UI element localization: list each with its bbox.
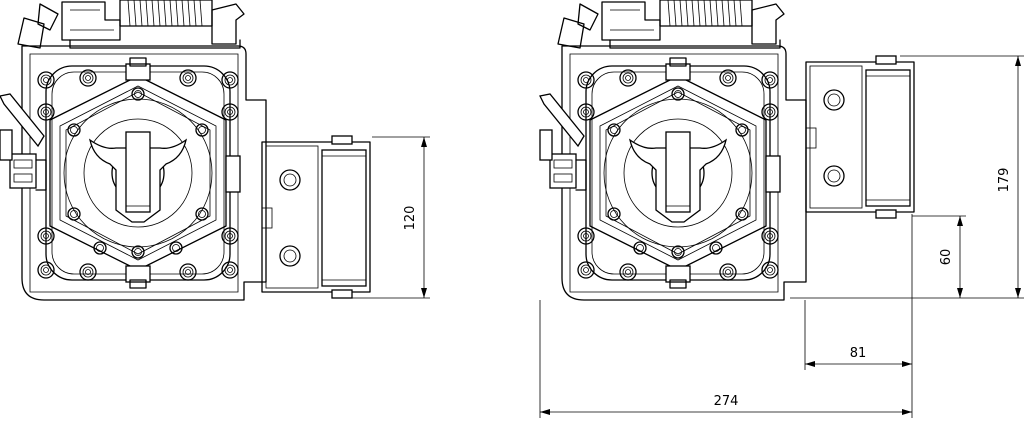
dim-label-81: 81	[850, 346, 867, 361]
dim-label-120: 120	[403, 206, 418, 231]
dimension-274: 274	[539, 300, 912, 418]
side-bracket-right	[805, 55, 915, 219]
dimension-60: 60	[912, 215, 966, 298]
dim-label-179: 179	[997, 168, 1012, 193]
dim-label-274: 274	[714, 394, 739, 409]
left-view: 120	[0, 0, 430, 300]
dimension-120: 120	[352, 136, 430, 299]
mechanism-left	[0, 0, 266, 300]
mechanism-right	[540, 0, 806, 300]
right-view: 179 60 81 274	[540, 0, 1024, 418]
side-bracket-left	[261, 135, 371, 299]
dimension-81: 81	[804, 214, 913, 418]
dimension-179: 179	[790, 55, 1024, 299]
dim-label-60: 60	[939, 249, 954, 266]
